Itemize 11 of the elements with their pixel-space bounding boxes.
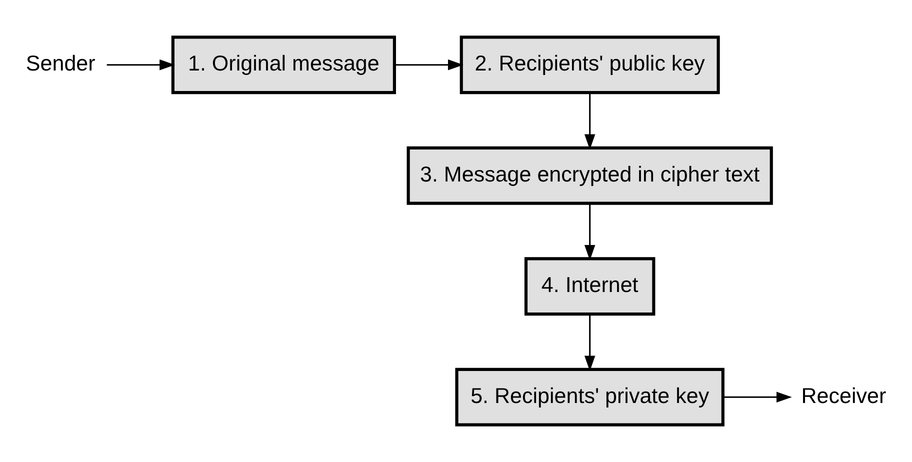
node-box: 3. Message encrypted in cipher text [406,146,773,205]
node-box: 4. Internet [524,257,656,316]
node-box: 5. Recipients' private key [455,368,724,426]
node-box: 1. Original message [171,36,396,94]
node-text: Sender [26,52,96,76]
arrow [394,59,464,70]
node-text: Receiver [801,384,886,408]
node-box: 2. Recipients' public key [460,36,720,94]
arrow [106,59,175,70]
arrow [584,204,596,260]
arrow [723,392,792,403]
